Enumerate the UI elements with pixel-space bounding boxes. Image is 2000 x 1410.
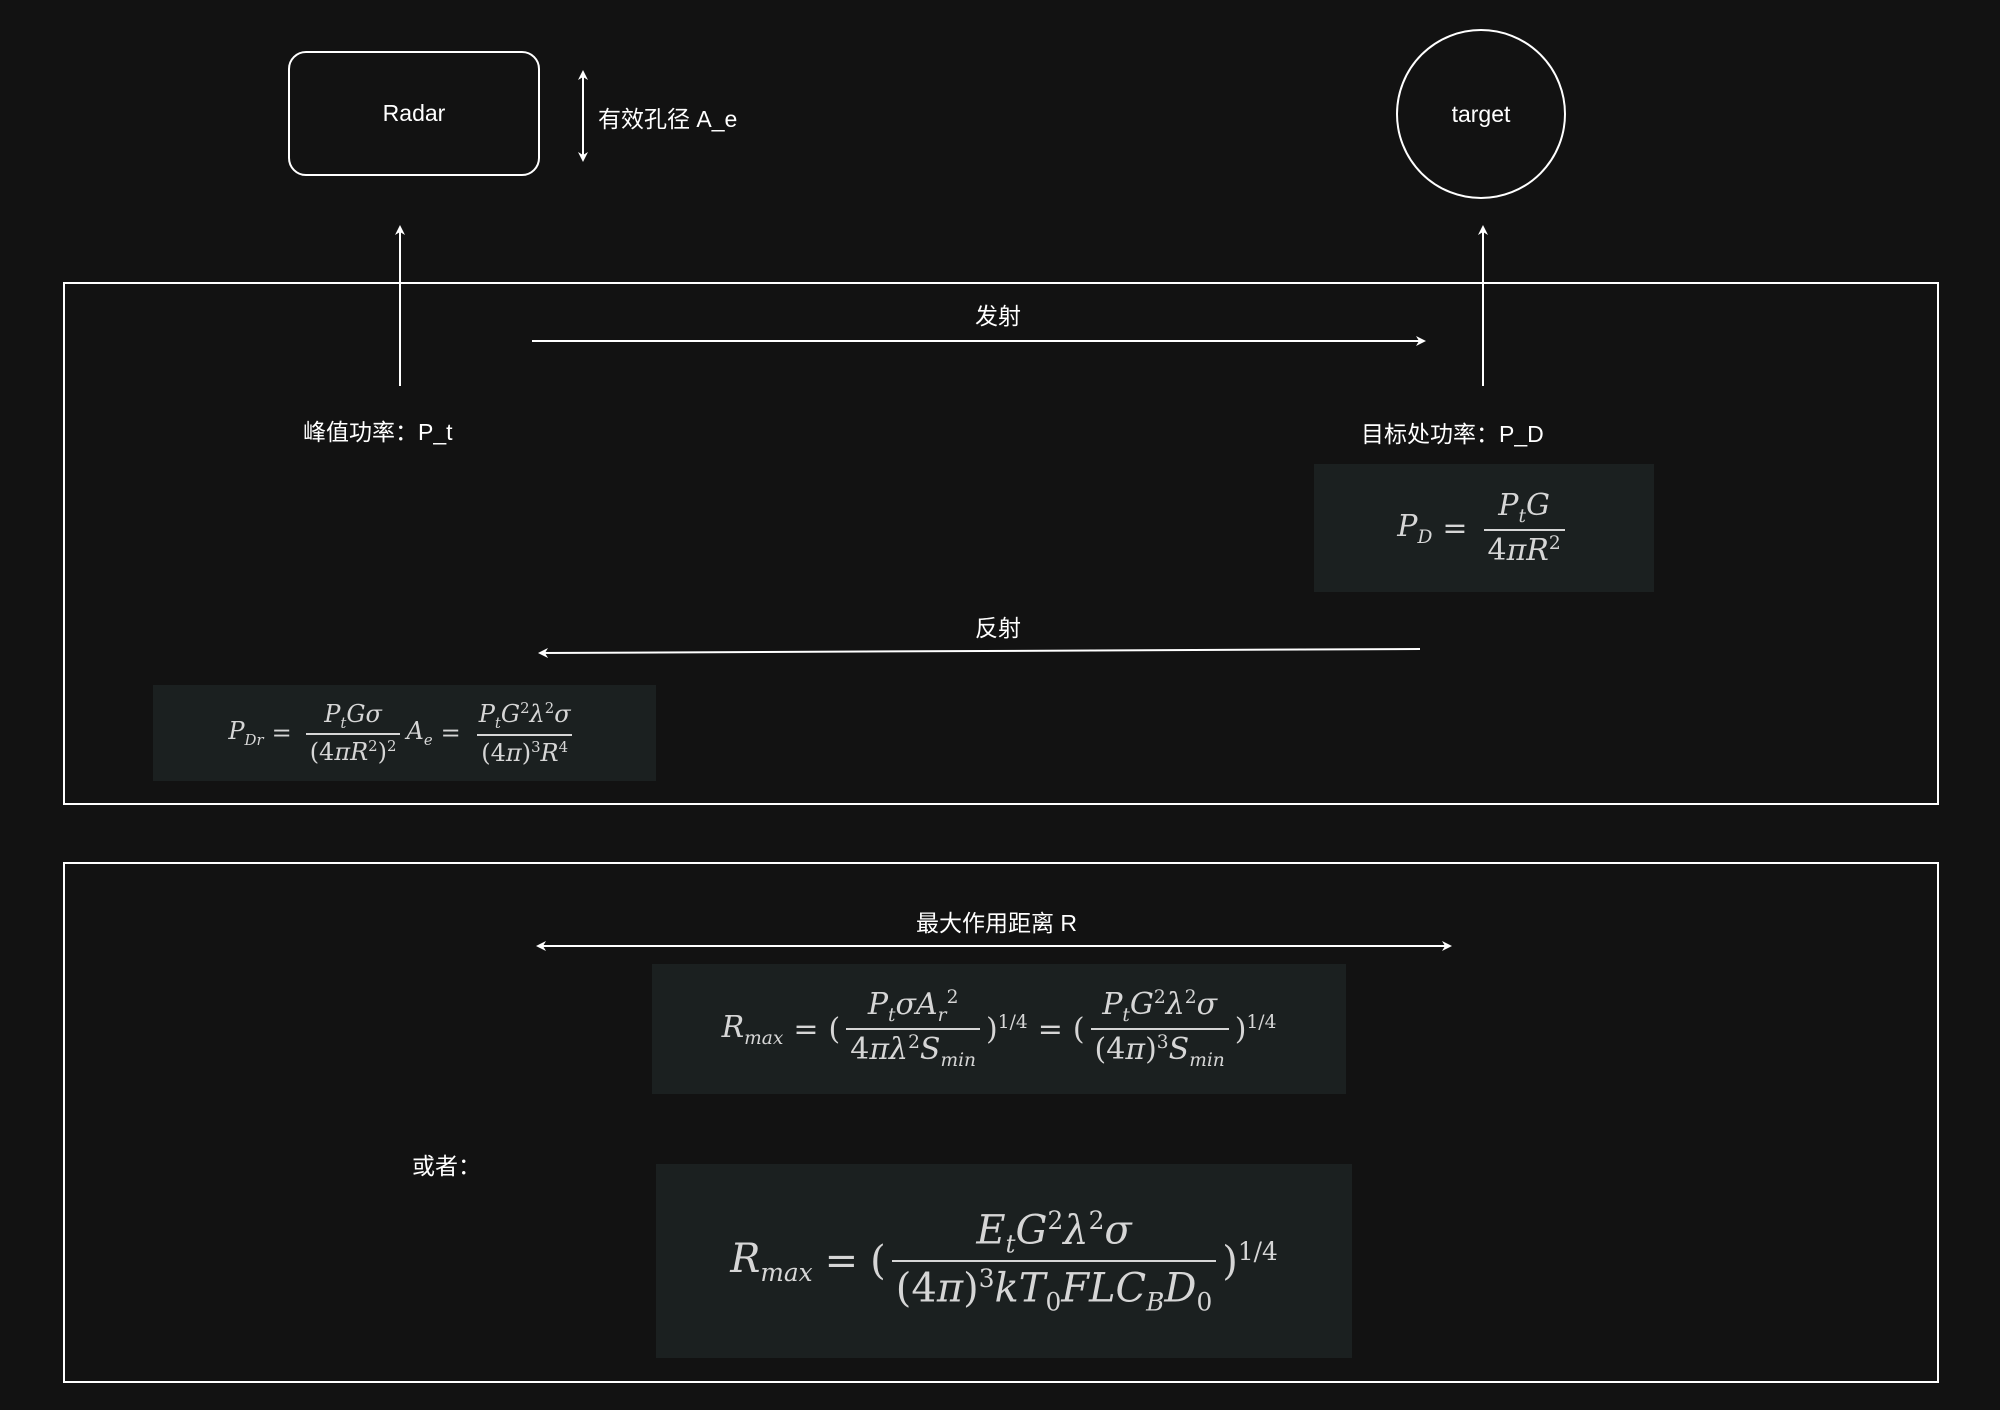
formula-rmax-2: Rmax = ( EtG2λ2σ(4π)3kT0FLCBD0 )1/4	[656, 1164, 1352, 1358]
max-range-label: 最大作用距离 R	[916, 910, 1077, 936]
target-label: target	[1451, 100, 1511, 127]
reflect-label: 反射	[975, 615, 1021, 641]
peak-power-label: 峰值功率：P_t	[303, 419, 453, 445]
target-node[interactable]: target	[1396, 29, 1566, 199]
formula-pdr: PDr = PtGσ(4πR2)2 Ae = PtG2λ2σ(4π)3R4	[153, 685, 656, 781]
radar-label: Radar	[382, 100, 446, 126]
transmission-frame	[63, 282, 1939, 805]
target-power-label: 目标处功率：P_D	[1361, 421, 1544, 447]
radar-node[interactable]: Radar	[288, 51, 540, 176]
reflect-arrow	[538, 647, 1421, 658]
range-frame	[63, 862, 1939, 1383]
or-label: 或者：	[412, 1153, 481, 1179]
transmit-label: 发射	[975, 303, 1021, 329]
aperture-label: 有效孔径 A_e	[598, 106, 738, 132]
